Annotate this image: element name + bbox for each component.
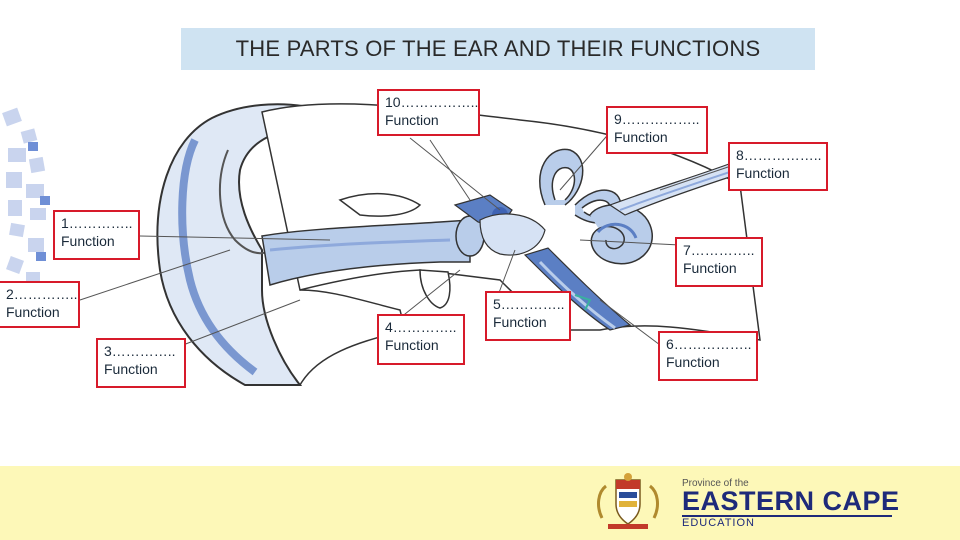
label-box-8: 8…………….. Function	[728, 142, 828, 191]
eastern-cape-logo: Province of the EASTERN CAPE EDUCATION	[588, 472, 908, 532]
label-function: Function	[683, 259, 755, 277]
coat-of-arms-icon	[588, 472, 668, 532]
label-number: 10……………..	[385, 93, 472, 111]
label-number: 8……………..	[736, 146, 820, 164]
label-function: Function	[493, 313, 563, 331]
label-number: 2…………..	[6, 285, 72, 303]
label-box-7: 7………….. Function	[675, 237, 763, 287]
label-box-1: 1………….. Function	[53, 210, 140, 260]
label-box-2: 2………….. Function	[0, 281, 80, 328]
label-box-9: 9…………….. Function	[606, 106, 708, 154]
label-number: 6……………..	[666, 335, 750, 353]
label-function: Function	[614, 128, 700, 146]
label-box-6: 6…………….. Function	[658, 331, 758, 381]
label-number: 5…………..	[493, 295, 563, 313]
label-box-3: 3………….. Function	[96, 338, 186, 388]
label-box-10: 10…………….. Function	[377, 89, 480, 136]
label-function: Function	[736, 164, 820, 182]
label-function: Function	[666, 353, 750, 371]
label-number: 1…………..	[61, 214, 132, 232]
label-box-5: 5………….. Function	[485, 291, 571, 341]
logo-subtitle: EDUCATION	[682, 517, 755, 529]
label-function: Function	[6, 303, 72, 321]
label-number: 4…………..	[385, 318, 457, 336]
label-number: 3…………..	[104, 342, 178, 360]
label-function: Function	[61, 232, 132, 250]
label-number: 9……………..	[614, 110, 700, 128]
label-function: Function	[104, 360, 178, 378]
label-number: 7…………..	[683, 241, 755, 259]
label-function: Function	[385, 111, 472, 129]
label-function: Function	[385, 336, 457, 354]
label-box-4: 4………….. Function	[377, 314, 465, 365]
logo-title: EASTERN CAPE	[682, 486, 900, 517]
